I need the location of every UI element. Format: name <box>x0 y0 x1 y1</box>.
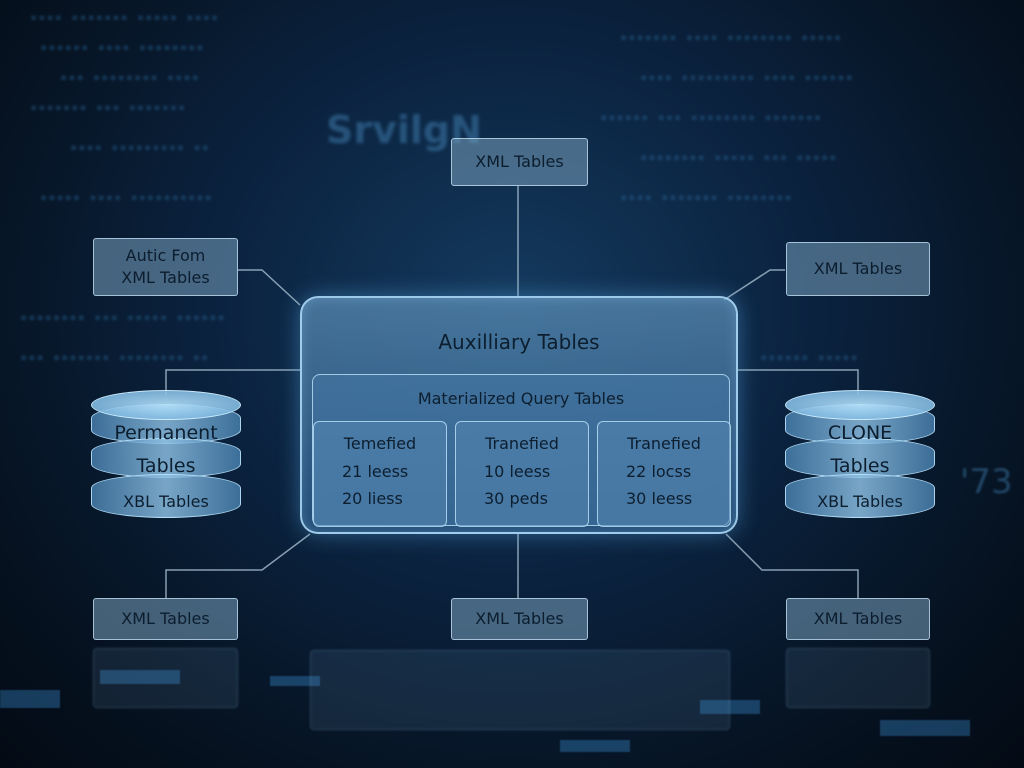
table-card-3-line1: 22 locss <box>626 462 692 481</box>
bottom-center-xml-tables-box: XML Tables <box>451 598 588 640</box>
table-card-1-title: Temefied <box>343 434 417 453</box>
cylinder-top <box>785 390 935 420</box>
bg-code-decoration: ▪▪▪▪▪▪▪ ▪▪▪ ▪▪▪▪▪▪▪ <box>30 100 187 114</box>
floor-glow-block <box>880 720 970 736</box>
bg-code-decoration: ▪▪▪▪ ▪▪▪▪▪▪▪▪▪ ▪▪ <box>70 140 210 154</box>
bottom-right-xml-tables-label: XML Tables <box>813 609 903 628</box>
materialized-query-tables-title: Materialized Query Tables <box>417 389 625 408</box>
bg-code-decoration: ▪▪▪▪▪▪▪ ▪▪▪▪ ▪▪▪▪▪▪▪▪ ▪▪▪▪▪ <box>620 30 843 44</box>
table-card-1-line1: 21 leess <box>342 462 409 481</box>
floor-reflection <box>310 650 730 730</box>
bg-code-decoration: ▪▪▪▪▪▪▪▪ ▪▪▪▪▪ ▪▪▪ ▪▪▪▪▪ <box>640 150 838 164</box>
bottom-right-xml-tables-box: XML Tables <box>786 598 930 640</box>
connector-right-cylinder <box>738 369 859 395</box>
bg-code-decoration: ▪▪▪▪ ▪▪▪▪▪▪▪ ▪▪▪▪▪ ▪▪▪▪ <box>30 10 220 24</box>
floor-glow-block <box>560 740 630 752</box>
left-cylinder-line3: XBL Tables <box>123 492 209 511</box>
bottom-left-xml-tables-box: XML Tables <box>93 598 238 640</box>
bg-code-decoration: ▪▪▪▪ ▪▪▪▪▪▪▪ ▪▪▪▪▪▪▪▪ <box>620 190 793 204</box>
background-corner-text: '73 <box>960 462 1013 502</box>
bottom-center-xml-tables-label: XML Tables <box>475 609 564 628</box>
connector-top-right <box>723 269 785 301</box>
table-card-2-title: Tranefied <box>485 434 559 453</box>
floor-reflection <box>93 648 238 708</box>
materialized-query-tables-panel: Materialized Query Tables Temefied 21 le… <box>312 374 731 527</box>
bg-code-decoration: ▪▪▪▪▪▪ ▪▪▪ ▪▪▪▪▪▪▪▪ ▪▪▪▪▪▪▪ <box>600 110 823 124</box>
floor-glow-block <box>0 690 60 708</box>
floor-reflection <box>786 648 930 708</box>
bg-code-decoration: ▪▪▪▪▪▪▪▪ ▪▪▪ ▪▪▪▪▪ ▪▪▪▪▪▪ <box>20 310 226 324</box>
table-card-2-line2: 30 peds <box>484 489 548 508</box>
top-right-xml-tables-box: XML Tables <box>786 242 930 296</box>
right-cylinder-line2: Tables <box>830 455 890 477</box>
floor-glow-block <box>270 676 320 686</box>
right-cylinder-line1: CLONE <box>827 422 893 444</box>
floor-glow-block <box>700 700 760 714</box>
bg-code-decoration: ▪▪▪▪▪ ▪▪▪▪ ▪▪▪▪▪▪▪▪▪▪ <box>40 190 213 204</box>
table-card-1: Temefied 21 leess 20 liess <box>313 421 447 527</box>
left-cylinder-line1: Permanent <box>114 422 218 444</box>
connector-top-left <box>238 269 301 306</box>
bg-code-decoration: ▪▪▪▪▪▪ ▪▪▪▪ ▪▪▪▪▪▪▪▪ <box>40 40 205 54</box>
bg-code-decoration: ▪▪▪▪▪▪ ▪▪▪▪▪ <box>760 350 859 364</box>
top-right-xml-tables-label: XML Tables <box>813 259 903 278</box>
bottom-left-xml-tables-label: XML Tables <box>121 609 210 628</box>
connector-bottom-right <box>725 533 859 598</box>
cylinder-tier <box>91 474 241 518</box>
connector-left-cylinder <box>165 369 300 395</box>
bg-code-decoration: ▪▪▪▪ ▪▪▪▪▪▪▪▪▪ ▪▪▪▪ ▪▪▪▪▪▪ <box>640 70 854 84</box>
top-left-box: Autic Fom XML Tables <box>93 238 238 296</box>
clone-tables-database-icon: CLONE Tables XBL Tables <box>785 390 935 522</box>
table-card-2: Tranefied 10 leess 30 peds <box>455 421 589 527</box>
cylinder-tier <box>785 474 935 518</box>
table-card-1-line2: 20 liess <box>342 489 403 508</box>
floor-glow-block <box>100 670 180 684</box>
table-card-3: Tranefied 22 locss 30 leess <box>597 421 731 527</box>
bg-code-decoration: ▪▪▪ ▪▪▪▪▪▪▪▪ ▪▪▪▪ <box>60 70 200 84</box>
bg-code-decoration: ▪▪▪ ▪▪▪▪▪▪▪ ▪▪▪▪▪▪▪▪ ▪▪ <box>20 350 210 364</box>
auxiliary-tables-panel: Auxilliary Tables Materialized Query Tab… <box>300 296 738 534</box>
table-card-2-line1: 10 leess <box>484 462 551 481</box>
top-xml-tables-label: XML Tables <box>475 152 564 171</box>
table-card-3-title: Tranefied <box>627 434 701 453</box>
top-left-line2: XML Tables <box>121 268 210 287</box>
cylinder-top <box>91 390 241 420</box>
right-cylinder-line3: XBL Tables <box>817 492 903 511</box>
top-left-line1: Autic Fom <box>125 246 206 265</box>
connector-bottom-left <box>165 533 311 598</box>
cylinder-tier <box>785 438 935 478</box>
auxiliary-tables-title: Auxilliary Tables <box>438 330 600 354</box>
table-card-3-line2: 30 leess <box>626 489 693 508</box>
top-xml-tables-box: XML Tables <box>451 138 588 186</box>
permanent-tables-database-icon: Permanent Tables XBL Tables <box>91 390 241 522</box>
cylinder-tier <box>91 438 241 478</box>
left-cylinder-line2: Tables <box>136 455 196 477</box>
